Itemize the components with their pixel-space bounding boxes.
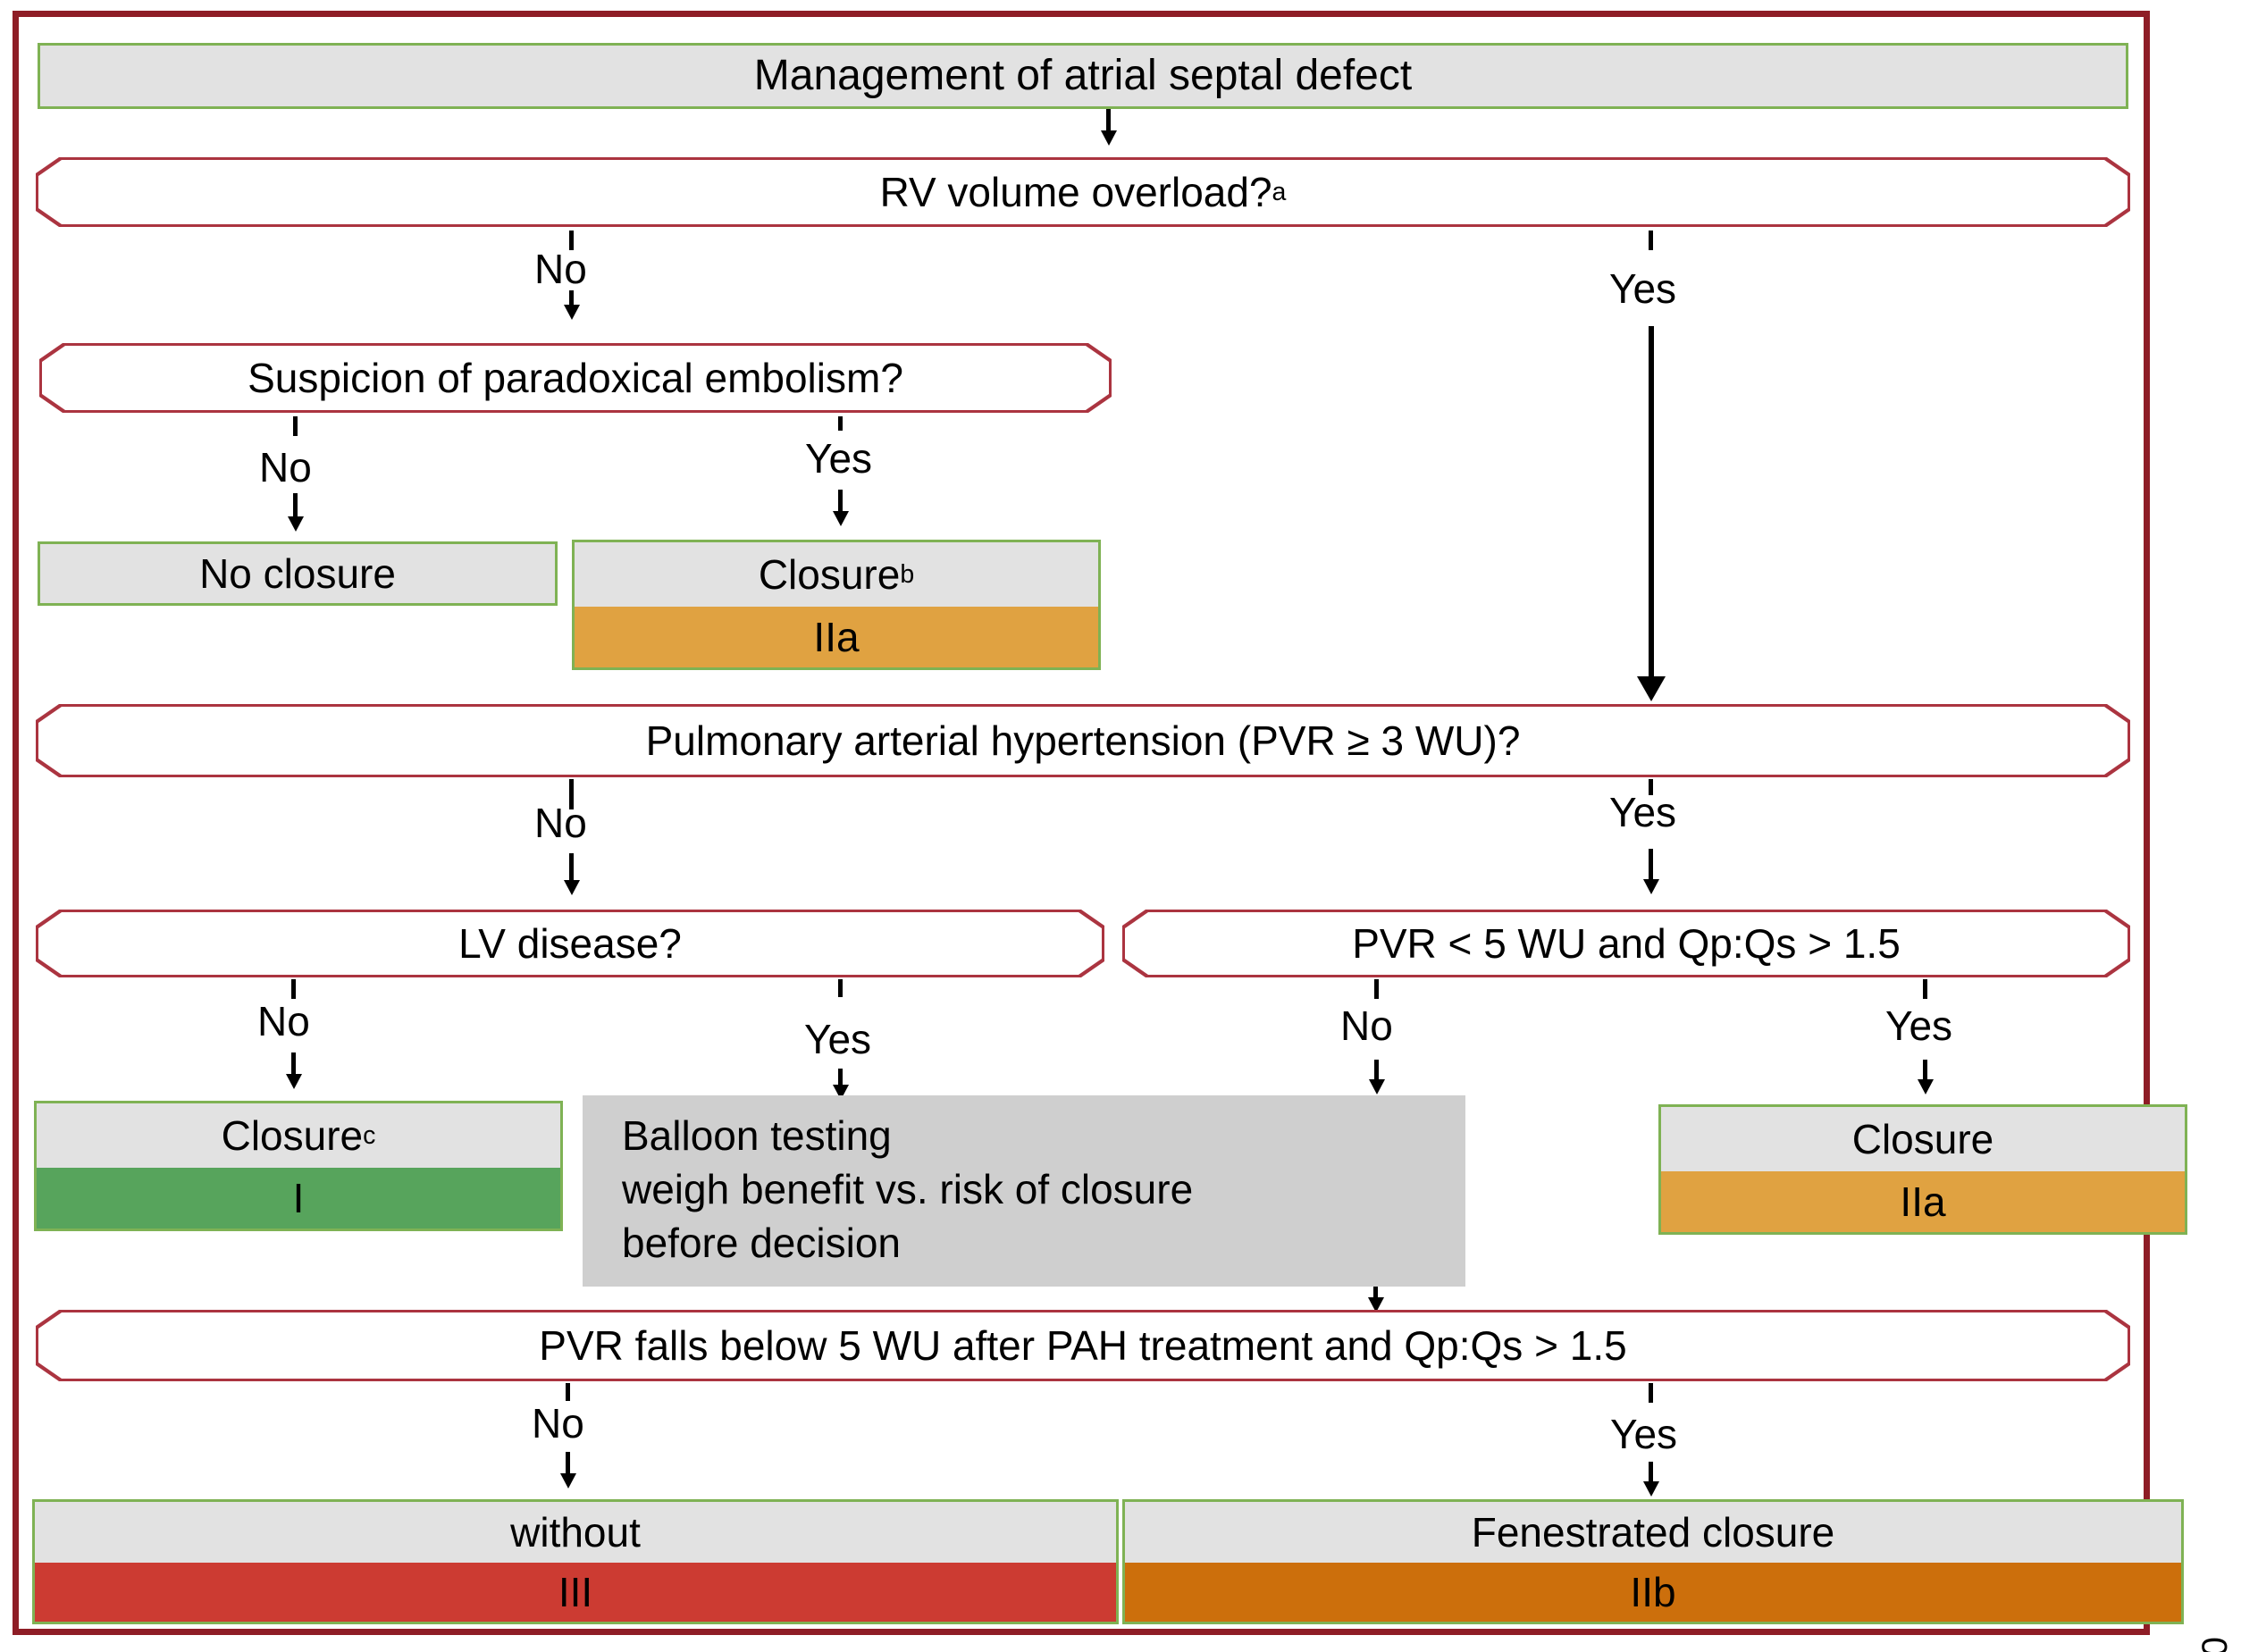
arrowhead-pvrfalls-yes [1643,1481,1659,1497]
node-paradoxical-fill [42,346,1109,410]
connector-rv-no-stub [569,231,574,250]
connector-lv-no [291,1052,296,1078]
connector-pah-yes-stub [1649,779,1653,795]
node-closure-right-label: Closure [1661,1107,2185,1171]
edge-label-rv-no: No [534,246,587,292]
connector-pvrfalls-no-stub [566,1383,570,1401]
arrowhead-pvr5-no [1369,1079,1385,1094]
connector-balloon-to-pvrfalls [1373,1287,1378,1303]
node-fenestrated-class: IIb [1125,1563,2181,1622]
node-no-closure-label: No closure [40,544,555,603]
edge-label-rv-yes: Yes [1609,265,1677,312]
node-balloon-line-1: Balloon testing [622,1112,892,1159]
connector-lv-yes-stub [838,979,843,997]
figure-frame [13,11,2150,1635]
node-without-class: III [35,1563,1116,1622]
arrowhead-pah-no [564,880,580,895]
node-closure-right: Closure IIa [1658,1104,2187,1235]
node-balloon-line-3: before decision [622,1219,901,1266]
node-title-label: Management of atrial septal defect [40,46,2126,106]
arrowhead-balloon-to-pvrfalls [1368,1297,1384,1312]
node-balloon-testing: Balloon testing weigh benefit vs. risk o… [583,1095,1465,1287]
arrowhead-paradoxical-yes [833,511,849,526]
connector-pvr5-no-stub [1374,979,1379,999]
edge-label-paradoxical-yes: Yes [805,435,873,482]
node-rv-overload-label: RV volume overload?a [879,168,1287,215]
edge-label-pvrfalls-no: No [532,1400,584,1447]
connector-rv-yes-long [1649,326,1654,683]
node-closure-b-class: IIa [575,607,1098,667]
connector-rv-yes-stub [1649,231,1653,250]
arrowhead-title-to-rv [1101,130,1117,146]
edge-label-pah-no: No [534,800,587,846]
edge-label-pah-yes: Yes [1609,789,1677,835]
arrowhead-pah-yes [1643,879,1659,894]
arrowhead-pvrfalls-no [560,1473,576,1488]
node-pvr5-fill [1125,912,2128,975]
node-lv-disease-label: LV disease? [458,919,682,967]
node-rv-overload-fill [38,160,2128,224]
node-pvr5-label: PVR < 5 WU and Qp:Qs > 1.5 [1352,919,1901,967]
node-balloon-line-2: weigh benefit vs. risk of closure [622,1165,1194,1212]
edge-label-lv-yes: Yes [804,1016,872,1062]
edge-label-lv-no: No [257,998,310,1044]
node-paradoxical-label: Suspicion of paradoxical embolism? [248,354,903,401]
edge-label-pvr5-yes: Yes [1885,1002,1953,1049]
arrowhead-rv-no [564,305,580,320]
node-pvr-falls-fill [38,1312,2128,1379]
node-title-box: Management of atrial septal defect [38,43,2128,109]
connector-pvrfalls-no [566,1452,570,1477]
node-closure-c-class: I [37,1168,560,1229]
arrowhead-pvr5-yes [1918,1079,1934,1094]
copyright-label: ©ESC 2020 [2195,1636,2236,1652]
connector-pvr5-yes [1923,1060,1927,1083]
edge-label-pvr5-no: No [1340,1002,1393,1049]
node-fenestrated-label: Fenestrated closure [1125,1502,2181,1563]
edge-label-pvrfalls-yes: Yes [1610,1411,1678,1457]
connector-pvr5-no [1374,1060,1379,1083]
connector-paradoxical-yes-stub [838,416,843,431]
node-rv-overload-text: RV volume overload? [879,168,1272,215]
node-lv-disease-fill [38,912,1102,975]
arrowhead-lv-no [286,1074,302,1089]
connector-pah-yes [1649,849,1653,883]
connector-pah-no [569,853,574,884]
node-pvr-falls-label: PVR falls below 5 WU after PAH treatment… [539,1321,1627,1369]
node-no-closure: No closure [38,541,558,606]
connector-pvr5-yes-stub [1923,979,1927,999]
node-closure-b-text: Closure [758,550,901,598]
arrowhead-paradoxical-no [288,516,304,532]
connector-rv-no [569,290,574,308]
node-without: without III [32,1499,1119,1624]
connector-pvrfalls-yes [1649,1462,1653,1485]
connector-pah-no-stub [569,779,574,809]
node-without-label: without [35,1502,1116,1563]
node-closure-c-text: Closure [221,1111,364,1159]
connector-title-to-rv [1106,109,1111,134]
connector-paradoxical-yes [838,490,843,515]
connector-pvrfalls-yes-stub [1649,1383,1653,1403]
connector-lv-yes [838,1069,843,1088]
arrowhead-rv-yes [1637,676,1666,701]
node-pah-fill [38,707,2128,775]
node-pah-label: Pulmonary arterial hypertension (PVR ≥ 3… [645,717,1521,764]
connector-lv-no-stub [291,979,296,999]
node-fenestrated: Fenestrated closure IIb [1122,1499,2184,1624]
edge-label-paradoxical-no: No [259,444,312,491]
connector-paradoxical-no-stub [293,416,298,436]
connector-paradoxical-no [293,493,298,520]
node-closure-right-class: IIa [1661,1171,2185,1232]
